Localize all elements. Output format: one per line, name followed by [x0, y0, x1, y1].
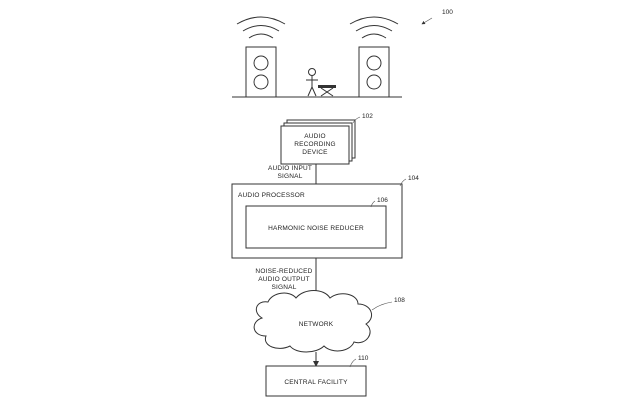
network-node: NETWORK — [253, 290, 373, 353]
ref-network-leader — [371, 301, 393, 311]
central-facility-node: CENTRAL FACILITY — [265, 365, 367, 397]
edge-input-signal-label-2: SIGNAL — [277, 173, 302, 180]
ref-central-facility: 110 — [358, 355, 369, 362]
ref-audio-processor: 104 — [408, 175, 419, 182]
recording-device-label-3: DEVICE — [302, 149, 328, 156]
edge-output-signal-label-1: NOISE-REDUCED — [255, 268, 312, 275]
audio-processor-label: AUDIO PROCESSOR — [238, 192, 305, 199]
keyboard-icon — [318, 85, 336, 97]
recording-device-label-1: AUDIO — [304, 133, 326, 140]
performer-icon — [306, 68, 318, 97]
right-speaker-icon — [349, 16, 399, 98]
recording-device-label-2: RECORDING — [294, 141, 336, 148]
edge-input-signal-label-1: AUDIO INPUT — [268, 165, 312, 172]
ref-central-facility-leader — [349, 358, 357, 368]
ref-audio-processor-leader — [399, 178, 407, 187]
left-speaker-icon — [236, 16, 286, 98]
noise-reducer-label: HARMONIC NOISE REDUCER — [268, 225, 364, 232]
central-facility-label: CENTRAL FACILITY — [284, 379, 348, 386]
edge-output-signal-label-3: SIGNAL — [271, 284, 296, 291]
ref-noise-reducer-leader — [370, 200, 376, 208]
ref-network: 108 — [394, 297, 405, 304]
scene-illustration — [232, 16, 402, 98]
noise-reducer-node: HARMONIC NOISE REDUCER — [245, 205, 387, 249]
ref-overall: 100 — [442, 9, 453, 16]
recording-device-node: AUDIO RECORDING DEVICE — [280, 119, 356, 165]
ref-overall-arrow — [421, 17, 433, 25]
ref-noise-reducer: 106 — [377, 197, 388, 204]
network-label: NETWORK — [299, 321, 334, 328]
ref-recording-device: 102 — [362, 113, 373, 120]
edge-output-signal-label-2: AUDIO OUTPUT — [258, 276, 310, 283]
ref-recording-device-leader — [352, 116, 361, 124]
